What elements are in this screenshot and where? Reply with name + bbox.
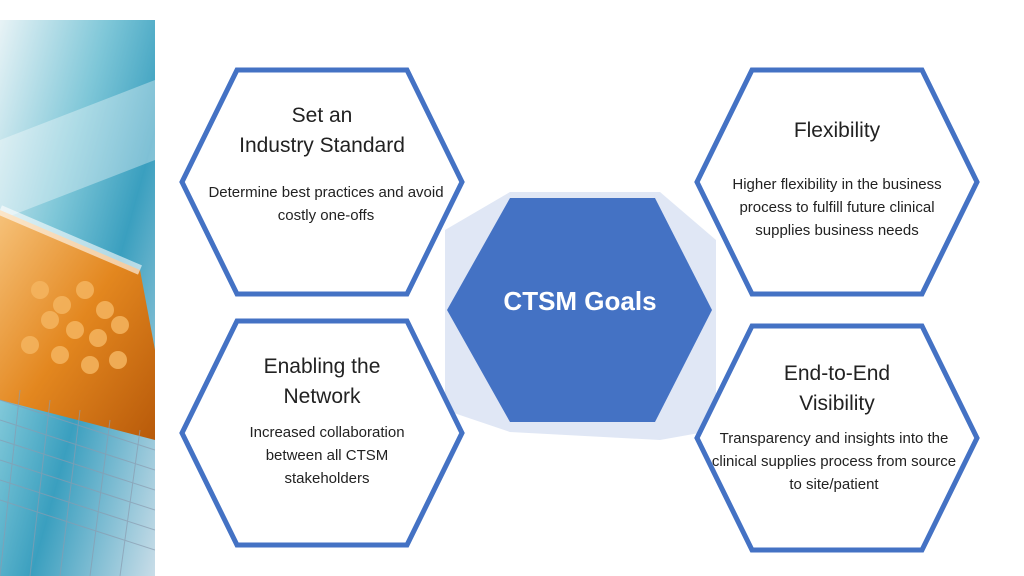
goal-title: Flexibility (737, 116, 937, 146)
goal-description: Determine best practices and avoid costl… (208, 184, 444, 224)
goal-title-line: Flexibility (793, 119, 881, 142)
goal-title-line: Set an (291, 104, 353, 127)
pill-bottle-photo (0, 20, 155, 576)
goal-title-line: Network (283, 385, 361, 408)
hexagon-enabling-network (179, 318, 465, 548)
goal-description: Transparency and insights into the clini… (711, 430, 957, 493)
hexagon-flexibility (694, 67, 980, 297)
goal-description: Increased collaboration between all CTSM… (249, 424, 405, 487)
goal-title-line: Enabling the (263, 355, 381, 378)
goal-description: Higher flexibility in the business proce… (732, 176, 942, 239)
goal-title: End-to-End Visibility (737, 359, 937, 419)
goal-title-line: Industry Standard (239, 134, 405, 157)
center-title: CTSM Goals (503, 286, 657, 316)
hexagon-end-to-end-visibility (694, 323, 980, 553)
goal-title: Set an Industry Standard (222, 101, 422, 161)
center-hexagon (447, 198, 712, 422)
goal-title-line: End-to-End (783, 362, 891, 385)
goal-title-line: Visibility (799, 392, 875, 415)
goal-title: Enabling the Network (222, 352, 422, 412)
hexagon-set-industry-standard (179, 67, 465, 297)
